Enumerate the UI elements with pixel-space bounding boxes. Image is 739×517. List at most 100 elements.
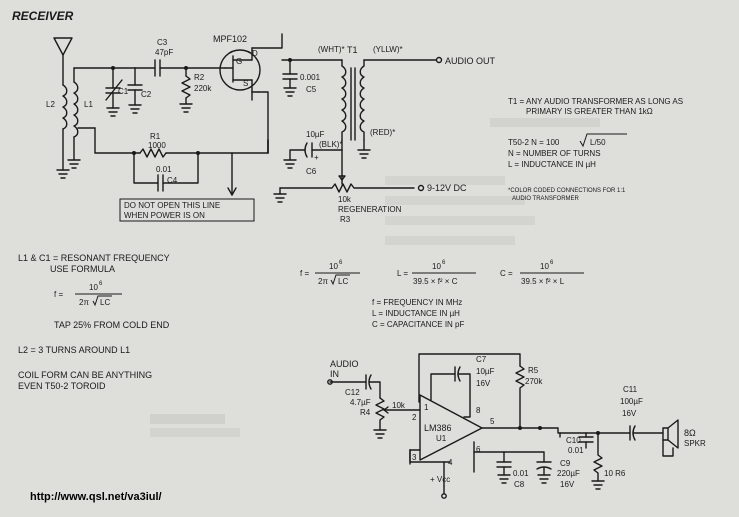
r3-label: R3	[340, 215, 351, 224]
pin-6-label: 6	[476, 445, 481, 454]
svg-text:f =: f =	[300, 269, 309, 278]
l2-turns-note: L2 = 3 TURNS AROUND L1	[18, 345, 130, 355]
svg-text:10: 10	[89, 283, 98, 292]
c9-capacitor	[503, 451, 552, 484]
inductance-unit-definition: L = INDUCTANCE IN µH	[372, 309, 460, 318]
r2-label: R2	[194, 73, 205, 82]
supply-label: 9-12V DC	[427, 183, 467, 193]
r4-potentiometer	[373, 397, 421, 439]
svg-text:10: 10	[540, 262, 549, 271]
r4-value: 10k	[392, 401, 406, 410]
red-label: (RED)*	[370, 128, 395, 137]
c2-capacitor	[127, 67, 143, 114]
c8-capacitor	[473, 451, 512, 484]
inductance-formula: L = 10 6 39.5 × f² × C	[397, 260, 476, 286]
r4-label: R4	[360, 408, 371, 417]
svg-text:LC: LC	[338, 277, 348, 286]
c2-label: C2	[141, 90, 152, 99]
c7-value-2: 16V	[476, 379, 491, 388]
t1-label: T1	[347, 45, 358, 55]
speaker-impedance: 8Ω	[684, 428, 696, 438]
receiver-circuit: DO NOT OPEN THIS LINE WHEN POWER IS ON	[46, 33, 496, 224]
c7-capacitor	[430, 366, 471, 418]
c4-label: C4	[167, 176, 178, 185]
page-title: RECEIVER	[12, 9, 74, 23]
warning-box: DO NOT OPEN THIS LINE WHEN POWER IS ON	[119, 198, 255, 222]
r6-label: 10 R6	[604, 469, 626, 478]
wht-label: (WHT)*	[318, 45, 345, 54]
svg-text:39.5 × f² × C: 39.5 × f² × C	[413, 277, 458, 286]
u1-label: U1	[436, 434, 447, 443]
c10-capacitor	[539, 427, 599, 449]
r5-label: R5	[528, 366, 539, 375]
c3-capacitor	[134, 59, 226, 77]
c9-label: C9	[560, 459, 571, 468]
coil-form-note-line-2: EVEN T50-2 TOROID	[18, 381, 106, 391]
svg-text:C =: C =	[500, 269, 513, 278]
source-url: http://www.qsl.net/va3iul/	[30, 491, 162, 503]
c6-plus: +	[314, 153, 319, 162]
pin-3-label: 3	[412, 453, 417, 462]
svg-text:6: 6	[442, 260, 446, 266]
r1-value: 1000	[148, 141, 166, 150]
amplifier-circuit: AUDIO IN C12 4.7µF R4 10k C7 10µF 16V R5…	[327, 353, 706, 499]
pin-2-label: 2	[412, 413, 417, 422]
design-notes: T1 = ANY AUDIO TRANSFORMER AS LONG AS PR…	[18, 97, 683, 391]
c9-value-1: 220µF	[557, 469, 580, 478]
c12-label: C12	[345, 388, 360, 397]
svg-text:2π: 2π	[79, 298, 89, 307]
mpf102-fet	[219, 33, 283, 93]
r2-resistor	[179, 67, 193, 113]
c9-value-2: 16V	[560, 480, 575, 489]
c6-value: 10µF	[306, 130, 325, 139]
frequency-unit-definition: f = FREQUENCY IN MHz	[372, 298, 462, 307]
r3-value: 10k	[338, 195, 352, 204]
c1-label: C1	[118, 87, 129, 96]
bleed-through-text	[150, 118, 600, 437]
c5-value: 0.001	[300, 73, 321, 82]
svg-text:6: 6	[339, 260, 343, 266]
n-definition: N = NUMBER OF TURNS	[508, 149, 601, 158]
c6-label: C6	[306, 167, 317, 176]
resonance-note-line-2: USE FORMULA	[50, 264, 115, 274]
regeneration-label: REGENERATION	[338, 205, 402, 214]
warning-line-1: DO NOT OPEN THIS LINE	[124, 201, 220, 210]
r6-resistor	[591, 432, 605, 490]
antenna-symbol	[53, 37, 73, 86]
l2-coil	[56, 84, 70, 179]
svg-text:L =: L =	[397, 269, 408, 278]
r1-label: R1	[150, 132, 161, 141]
c10-label: C10	[566, 436, 581, 445]
speaker-icon	[662, 419, 679, 457]
c1-variable-capacitor	[105, 67, 123, 117]
c5-label: C5	[306, 85, 317, 94]
c11-label: C11	[623, 385, 638, 394]
svg-text:2π: 2π	[318, 277, 328, 286]
l1-coil	[67, 67, 96, 169]
svg-text:39.5 × f² × L: 39.5 × f² × L	[521, 277, 565, 286]
speaker-label: SPKR	[684, 439, 706, 448]
frequency-formula: f = 10 6 2π LC	[300, 260, 360, 286]
svg-text:6: 6	[550, 260, 554, 266]
capacitance-unit-definition: C = CAPACITANCE IN pF	[372, 320, 465, 329]
c11-value-2: 16V	[622, 409, 637, 418]
c3-label: C3	[157, 38, 168, 47]
r5-resistor	[418, 353, 525, 429]
audio-in-label-2: IN	[330, 369, 339, 379]
warning-line-2: WHEN POWER IS ON	[124, 211, 205, 220]
c4-capacitor	[133, 152, 199, 192]
svg-text:f =: f =	[54, 290, 63, 299]
r5-value: 270k	[525, 377, 543, 386]
capacitance-formula: C = 10 6 39.5 × f² × L	[500, 260, 584, 286]
fet-gate-label: G	[236, 57, 242, 66]
c8-label: C8	[514, 480, 525, 489]
chip-label: LM386	[424, 423, 452, 433]
pin-4-label: 4	[448, 458, 453, 467]
l1-label: L1	[84, 100, 93, 109]
pin-8-label: 8	[476, 406, 481, 415]
r1-resistor	[139, 148, 269, 158]
l2-label: L2	[46, 100, 55, 109]
t1-note-line-1: T1 = ANY AUDIO TRANSFORMER AS LONG AS	[508, 97, 683, 106]
